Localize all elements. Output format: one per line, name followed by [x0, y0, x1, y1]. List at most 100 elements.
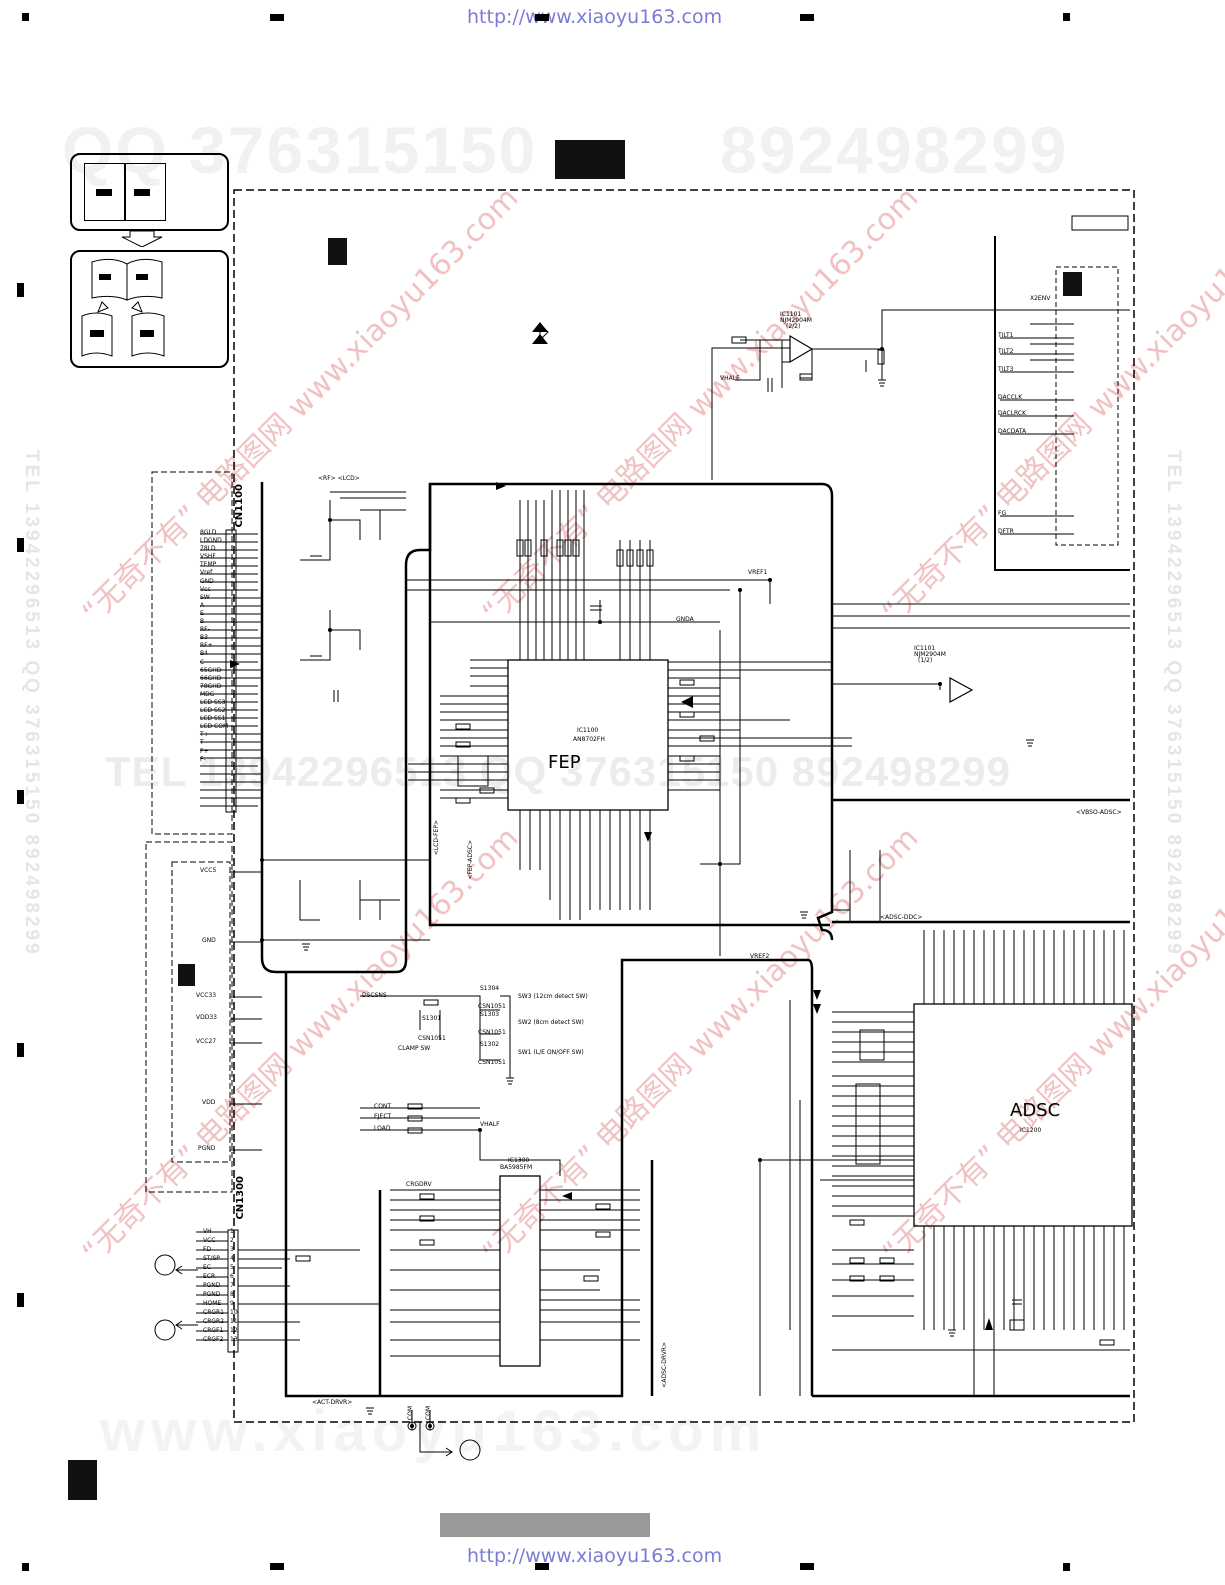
opamp-mid-part: IC1101 — [914, 645, 936, 652]
cn1300-pin: FD — [203, 1246, 212, 1253]
crop-mark — [800, 1563, 814, 1570]
cn1100-pin: RF- — [200, 626, 210, 634]
signal-label: TILT1 — [998, 332, 1014, 339]
opamp-mid-model: NJM2904M — [914, 651, 946, 658]
cn1300-pin-number: 1 — [230, 1228, 234, 1235]
cn1100-pin: GND — [200, 577, 214, 585]
cn1300-pin: CRGR2 — [203, 1318, 224, 1325]
page-number-bar — [440, 1513, 650, 1537]
signal-label: TILT3 — [998, 366, 1014, 373]
cn1300-pin: CRGF1 — [203, 1327, 224, 1334]
switch-model: CSN1051 — [478, 1029, 506, 1036]
cn1100-pin: LCD COM — [200, 723, 229, 731]
cn1300-pin-number: 10 — [230, 1309, 238, 1316]
net-label: EJECT — [374, 1113, 392, 1120]
cn1300-pin-number: 11 — [230, 1318, 238, 1325]
row-mark — [17, 538, 24, 552]
cn1100-pin: B — [200, 618, 205, 626]
cn1100-pin: TEMP — [200, 561, 217, 569]
header-url[interactable]: http://www.xiaoyu163.com — [467, 6, 723, 28]
fep-ic-model: AN8702FH — [573, 736, 605, 743]
bus-label-act-drvr: <ACT-DRVR> — [312, 1399, 353, 1406]
section-marker-c — [178, 964, 195, 986]
bus-label-adsc-ddc: <ADSC-DDC> — [880, 914, 923, 921]
cn1100-pin: B3 — [200, 634, 208, 642]
cn1300-pin-number: 6 — [230, 1273, 234, 1280]
fep-ic-name: FEP — [548, 752, 581, 773]
cn1100-pin: Vcc — [200, 585, 211, 593]
row-mark — [17, 1043, 24, 1057]
signal-label: DACDATA — [998, 428, 1027, 435]
row-mark — [17, 790, 24, 804]
switch-model: CSN1051 — [478, 1059, 506, 1066]
cn1100-pin: SW — [200, 593, 210, 601]
cn1100-pin: A — [200, 601, 205, 609]
cn1300-pin-number: 8 — [230, 1291, 234, 1298]
layout-key-top — [70, 153, 229, 231]
cn1300-pin-number: 13 — [230, 1336, 238, 1343]
cn1300-pin-number: 5 — [230, 1264, 234, 1271]
cn1300-pin: ECR — [203, 1273, 216, 1280]
net-label: CONT — [374, 1103, 392, 1110]
cn1100-pin: E — [200, 609, 204, 617]
watermark-side-right: TEL 13942296513 QQ 376315150 892498299 — [1163, 450, 1184, 957]
crop-mark — [535, 14, 549, 21]
adsc-ic-name: ADSC — [1010, 1100, 1061, 1121]
crop-mark — [1063, 1563, 1070, 1571]
switch-label-sw1: SW1 (L/E ON/OFF SW) — [518, 1049, 584, 1056]
com-label: COM — [407, 1406, 414, 1421]
section-marker-a — [328, 238, 347, 265]
signal-label: DACLRCK — [998, 410, 1027, 417]
switch-model: CSN1051 — [418, 1035, 446, 1042]
title-block — [555, 140, 625, 179]
cn1100-pin: T+ — [200, 731, 209, 739]
opamp-mid-unit: (1/2) — [918, 657, 933, 664]
cn1300-pin-list: VH VCC FD ST/SP EC ECR PGND PGND HOME CR… — [203, 1229, 224, 1346]
switch-model: CSN1051 — [478, 1003, 506, 1010]
crop-mark — [535, 1563, 549, 1570]
cn1100-pin: MDG — [200, 690, 215, 698]
cn1100-pin: F- — [200, 755, 206, 763]
cn1100-pin: LCD SS2 — [200, 707, 226, 715]
footer-url[interactable]: http://www.xiaoyu163.com — [467, 1545, 723, 1567]
cn1300-pin-number: 12 — [230, 1327, 238, 1334]
switch-part: S1302 — [480, 1041, 500, 1048]
watermark-side-left: TEL 13942296513 QQ 376315150 892498299 — [21, 450, 42, 957]
cn1300-pin: EC — [203, 1264, 211, 1271]
cn1300-pin: PGND — [203, 1282, 221, 1289]
rail-label: PGND — [198, 1145, 216, 1152]
net-label: CRGDRV — [406, 1181, 432, 1188]
driver-ic-part: IC1300 — [508, 1157, 530, 1164]
crop-mark — [1063, 13, 1070, 21]
cn1300-pin-number: 2 — [230, 1237, 234, 1244]
layout-arrow-down — [120, 230, 164, 248]
cn1100-pin: T- — [200, 739, 206, 747]
switch-part: S1301 — [422, 1015, 442, 1022]
rail-label: VCC5 — [200, 867, 217, 874]
fep-ic-part: IC1100 — [577, 727, 599, 734]
driver-ic-model: BA5985FM — [500, 1164, 533, 1171]
rail-label: VDD — [202, 1099, 216, 1106]
cn1300-pin: CRGF2 — [203, 1336, 224, 1343]
cn1300-pin: CRGR1 — [203, 1309, 224, 1316]
switch-label-sw2: SW2 (8cm detect SW) — [518, 1019, 584, 1026]
cn1100-pin: Vref — [200, 569, 213, 577]
cn1300-pin: VH — [203, 1228, 212, 1235]
cn1300-pin-number-list: 1 2 3 4 5 6 7 8 9 10 11 12 13 — [230, 1229, 238, 1346]
bus-label-rf-lcd: <RF> <LCD> — [318, 475, 360, 482]
opamp-top-model: NJM2904M — [780, 317, 812, 324]
cn1100-pin: F+ — [200, 747, 209, 755]
cn1100-pin: 78GHD — [200, 682, 222, 690]
signal-label: DACCLK — [998, 394, 1023, 401]
cn1100-pin: VSHF — [200, 553, 216, 561]
net-label: VREF2 — [750, 953, 770, 960]
rail-label: VCC27 — [196, 1038, 217, 1045]
cn1300-pin: HOME — [203, 1300, 222, 1307]
cn1300-pin-number: 7 — [230, 1282, 234, 1289]
cn1100-pin-list: 8GLD LDGND 78LD VSHF TEMP Vref GND Vcc S… — [200, 529, 229, 765]
watermark-middle-line: TEL 13942296513 QQ 376315150 892498299 — [105, 748, 1011, 795]
cn1100-pin: 8GLD — [200, 529, 217, 536]
rail-label: VCC33 — [196, 992, 217, 999]
bus-label-vbso-adsc: <VBSO-ADSC> — [1076, 809, 1122, 816]
